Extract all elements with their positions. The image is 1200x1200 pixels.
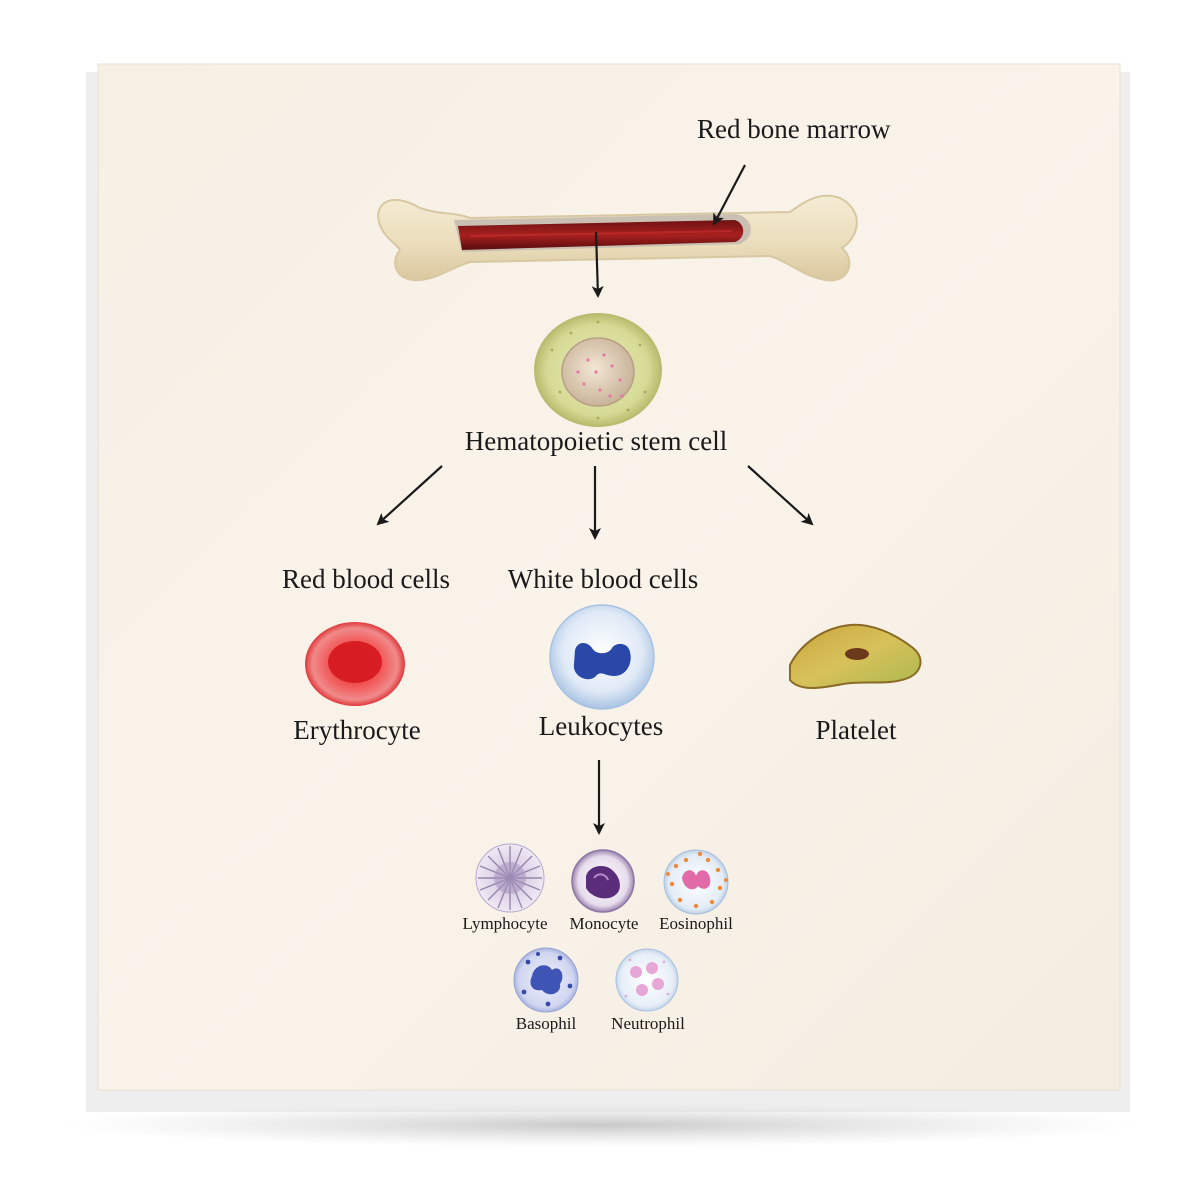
arrow-bone-to-stem-cell — [591, 231, 604, 298]
label-white-blood-cells: White blood cells — [507, 564, 699, 594]
basophil-illustration — [513, 947, 579, 1013]
leukocyte-illustration — [549, 604, 655, 710]
paper-sheet — [60, 63, 1140, 1147]
label-leukocytes: Leukocytes — [538, 711, 664, 741]
arrow-stem-to-red-blood-cells — [376, 465, 443, 526]
monocyte-illustration — [571, 849, 635, 913]
label-erythrocyte: Erythrocyte — [293, 715, 421, 745]
label-neutrophil: Neutrophil — [611, 1014, 685, 1033]
neutrophil-illustration — [615, 948, 679, 1012]
label-basophil: Basophil — [515, 1014, 577, 1033]
bone-illustration — [377, 194, 858, 282]
label-lymphocyte: Lymphocyte — [462, 914, 548, 933]
label-hematopoietic-stem-cell: Hematopoietic stem cell — [464, 426, 728, 456]
lymphocyte-illustration — [475, 843, 545, 913]
label-red-bone-marrow: Red bone marrow — [697, 114, 891, 144]
label-eosinophil: Eosinophil — [659, 914, 733, 933]
arrow-stem-to-platelet — [747, 465, 814, 526]
eosinophil-illustration — [663, 849, 729, 915]
arrow-label-to-marrow — [713, 164, 746, 226]
stem-cell-illustration — [534, 313, 662, 427]
label-monocyte: Monocyte — [569, 914, 639, 933]
platelet-illustration — [789, 623, 922, 689]
erythrocyte-illustration — [305, 622, 405, 706]
label-platelet: Platelet — [815, 715, 897, 745]
label-red-blood-cells: Red blood cells — [282, 564, 450, 594]
